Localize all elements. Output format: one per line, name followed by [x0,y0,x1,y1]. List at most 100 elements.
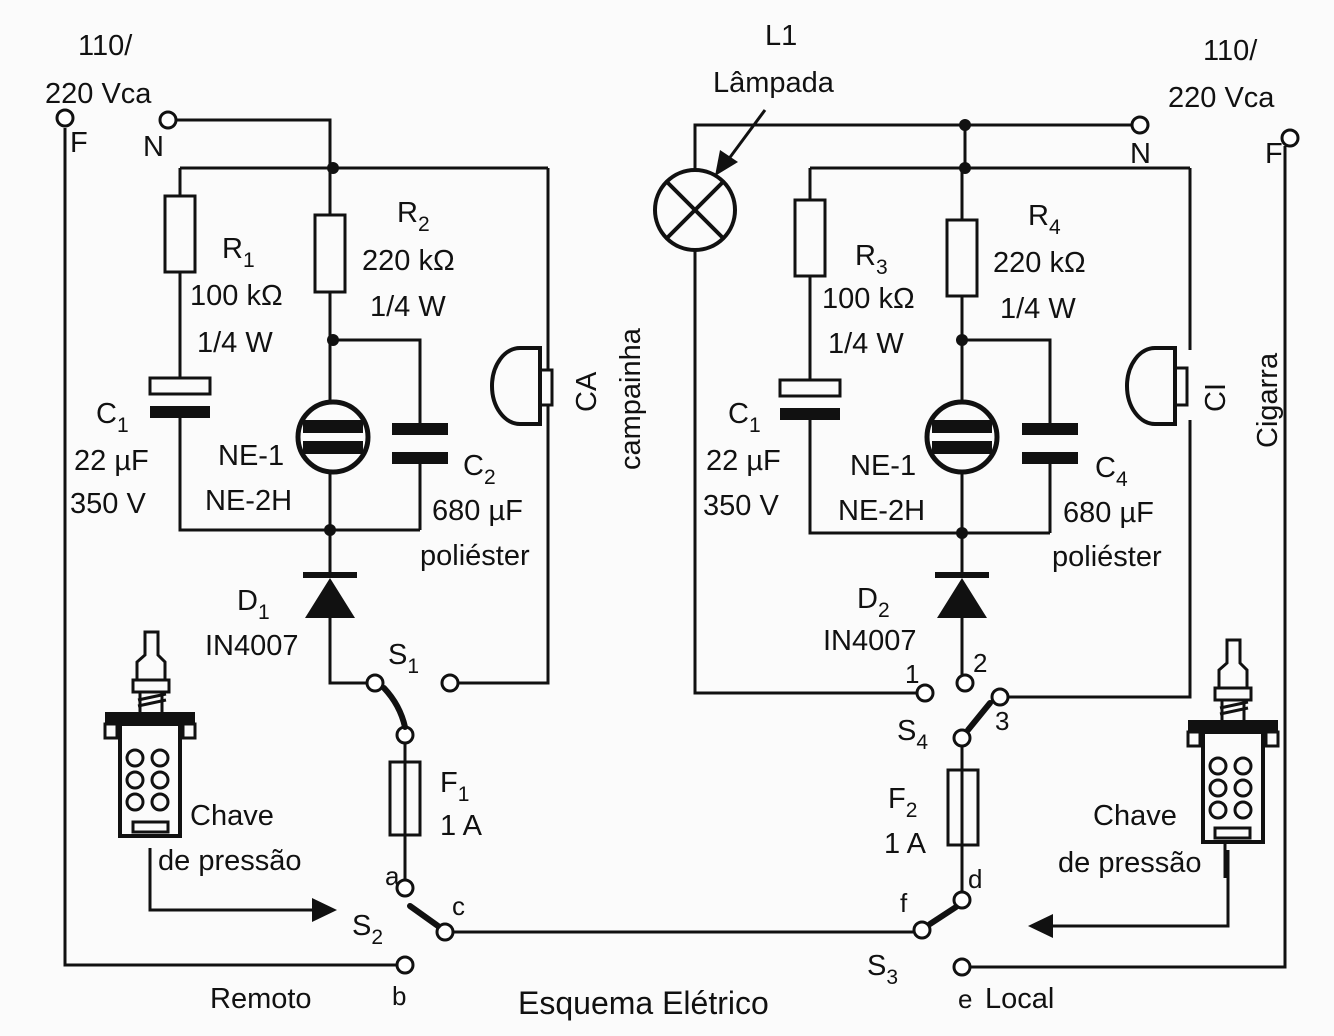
supply-voltage: 220 Vca [45,78,152,110]
d2-type: IN4007 [823,625,917,657]
c1-right-label: C1 [728,398,761,437]
terminal-label-n-right: N [1130,138,1151,170]
f1-label: F1 [440,767,469,806]
junction-dot [324,524,336,536]
c4-label: C4 [1095,452,1128,491]
s4-terminal-2: 2 [973,648,987,678]
s3-label: S3 [867,950,898,989]
junction-dot [959,162,971,174]
lamp-ref: L1 [765,20,797,52]
junction-dot [959,119,971,131]
r2-label: R2 [397,197,430,236]
capacitor-c2 [392,423,448,464]
r4-label: R4 [1028,200,1061,239]
switch-s3[interactable] [912,890,972,977]
s3-terminal-d: d [968,864,982,894]
c2-type: poliéster [420,540,530,572]
r2-value: 220 kΩ [362,245,455,277]
capacitor-c4 [1022,423,1078,464]
c4-type: poliéster [1052,541,1162,573]
switch-s4[interactable] [915,673,1010,748]
switch-s2[interactable] [395,878,455,975]
r1-label: R1 [222,233,255,272]
buzzer-ref: CI [1200,383,1232,412]
push-switch-label: Chave [190,800,274,832]
r3-value: 100 kΩ [822,283,915,315]
neon-right-name: NE-1 [850,450,916,482]
resistor-r3 [793,198,827,278]
terminal-n-left[interactable] [158,110,178,130]
supply-label: 110/ [78,30,133,62]
push-switch-right-icon [1186,638,1280,844]
c1-value: 22 µF [74,445,149,477]
s2-terminal-a: a [385,861,400,891]
s4-label: S4 [897,715,928,754]
terminal-label-f-right: F [1265,138,1283,170]
local-label: Local [985,983,1054,1015]
s2-terminal-c: c [452,891,465,921]
terminal-f-right[interactable] [1280,128,1300,148]
arrow-to-lamp [715,109,767,176]
arrow-right-push [1028,850,1230,938]
buzzer-name: Cigarra [1252,352,1284,448]
d2-label: D2 [857,583,890,622]
s2-label: S2 [352,910,383,949]
neon-type: NE-2H [205,485,292,517]
f2-label: F2 [888,783,917,822]
resistor-r2 [313,213,347,294]
r3-power: 1/4 W [828,328,904,360]
diode-d1 [303,572,357,618]
r3-label: R3 [855,240,888,279]
push-switch-right-label-2: de pressão [1058,847,1202,879]
resistor-r4 [945,218,979,298]
f2-value: 1 A [884,828,927,860]
switch-s1[interactable] [365,673,460,745]
supply-label-right: 110/ [1203,35,1258,67]
r2-power: 1/4 W [370,291,446,323]
c2-value: 680 µF [432,495,523,527]
remote-label: Remoto [210,983,312,1015]
junction-dot [327,334,339,346]
junction-dot [327,162,339,174]
diagram-title: Esquema Elétrico [518,985,769,1021]
buzzer-icon [1125,346,1189,426]
junction-dot [956,527,968,539]
terminal-f-left[interactable] [55,108,75,128]
left-wires [63,118,913,967]
push-switch-left-icon [103,630,197,838]
r1-value: 100 kΩ [190,280,283,312]
capacitor-c1 [148,376,212,418]
r1-power: 1/4 W [197,327,273,359]
neon-name: NE-1 [218,440,284,472]
r4-power: 1/4 W [1000,293,1076,325]
supply-voltage-right: 220 Vca [1168,82,1275,114]
capacitor-c1-right [778,378,842,420]
lamp-name: Lâmpada [713,67,835,99]
neon-lamp-ne1-right [924,399,1000,475]
resistor-r1 [163,194,197,274]
c2-label: C2 [463,450,496,489]
terminal-n-right[interactable] [1130,115,1150,135]
s3-terminal-e: e [958,984,972,1014]
terminal-label-n: N [143,131,164,163]
c1-right-value: 22 µF [706,445,781,477]
lamp-icon [653,168,737,252]
neon-right-type: NE-2H [838,495,925,527]
c1-voltage: 350 V [70,488,146,520]
junction-dot [956,334,968,346]
d1-type: IN4007 [205,630,299,662]
d1-label: D1 [237,585,270,624]
s3-terminal-f: f [900,888,908,918]
c1-label: C1 [96,398,129,437]
s1-label: S1 [388,639,419,678]
s2-terminal-b: b [392,981,406,1011]
bell-name: campainha [615,327,647,470]
push-switch-right-label: Chave [1093,800,1177,832]
arrow-left-push [148,848,337,922]
s4-terminal-3: 3 [995,706,1009,736]
bell-ref: CA [571,371,603,412]
r4-value: 220 kΩ [993,247,1086,279]
terminal-label-f: F [70,127,88,159]
